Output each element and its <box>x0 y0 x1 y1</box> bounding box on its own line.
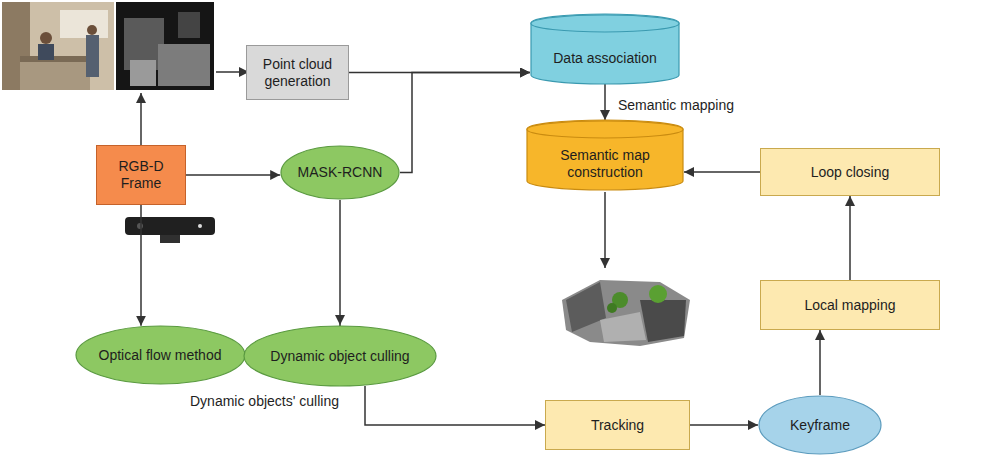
point-cloud-map <box>562 280 690 346</box>
process-ellipse: MASK-RCNN <box>280 145 400 200</box>
flow-arrow <box>140 205 142 326</box>
node-text: Tracking <box>591 417 644 434</box>
photo-board <box>60 10 108 38</box>
flow-arrow <box>365 386 545 425</box>
input-box: RGB-D Frame <box>96 145 186 205</box>
depth-block <box>178 12 200 38</box>
sensor-body <box>125 217 215 235</box>
map-plant <box>649 285 667 303</box>
node-label: Loop closing <box>811 164 890 181</box>
photo-body <box>86 35 99 77</box>
depth-ground <box>116 2 214 90</box>
process-box: Point cloud generation <box>246 45 349 100</box>
node-label: Dynamic object culling <box>270 348 409 365</box>
node-label: Optical flow method <box>99 347 222 364</box>
sensor-stand <box>160 235 180 243</box>
ellipse-shape <box>281 146 399 199</box>
photo-wall <box>2 2 114 90</box>
node-text: MASK-RCNN <box>298 164 383 181</box>
node-text: RGB-D Frame <box>101 158 181 192</box>
photo-desk <box>20 56 90 62</box>
sensor-light <box>198 224 202 228</box>
ellipse-shape <box>76 326 245 384</box>
node-text: Semantic map construction <box>534 147 676 181</box>
flow-arrow <box>684 171 760 173</box>
photo-head <box>40 32 52 44</box>
node-label: Point cloud generation <box>251 56 344 90</box>
database-cylinder: Semantic map construction <box>526 120 684 190</box>
rgb-photo <box>2 2 114 90</box>
node-text: Loop closing <box>811 164 890 181</box>
flow-arrow <box>819 330 821 395</box>
flow-arrow <box>140 93 142 145</box>
section-label: Semantic mapping <box>616 97 736 114</box>
flow-arrow <box>400 73 530 173</box>
flow-arrow <box>849 196 851 280</box>
flow-arrow <box>604 192 606 268</box>
depth-block <box>130 60 156 86</box>
node-text: Data association <box>553 50 657 67</box>
cylinder-top <box>531 15 679 32</box>
node-text: Point cloud generation <box>251 56 344 90</box>
node-label: Data association <box>553 50 657 67</box>
process-ellipse: Dynamic object culling <box>243 325 437 387</box>
process-ellipse: Keyframe <box>758 395 882 455</box>
node-label: Local mapping <box>804 297 895 314</box>
kinect-sensor <box>125 217 215 243</box>
depth-image <box>116 2 214 90</box>
flow-arrow <box>690 424 758 426</box>
map-plant <box>607 303 617 313</box>
sensor-lens <box>137 223 143 229</box>
ellipse-shape <box>759 396 881 454</box>
node-label: Tracking <box>591 417 644 434</box>
node-label: RGB-D Frame <box>101 158 181 192</box>
cylinder-body <box>527 120 683 190</box>
photo-body <box>38 44 54 60</box>
database-cylinder-outline <box>530 14 680 84</box>
map-wall <box>566 282 606 332</box>
flow-arrow <box>186 174 280 176</box>
cylinder-body <box>531 14 679 84</box>
map-wall <box>640 300 686 342</box>
node-label: Keyframe <box>790 417 850 434</box>
node-text: Dynamic object culling <box>270 348 409 365</box>
section-label: Dynamic objects' culling <box>188 393 341 410</box>
depth-block <box>158 44 210 86</box>
process-box: Tracking <box>545 400 690 450</box>
photo-head <box>87 25 97 35</box>
process-ellipse: Optical flow method <box>75 325 246 385</box>
ellipse-shape <box>244 326 436 386</box>
flow-arrow <box>216 71 249 73</box>
node-text: Optical flow method <box>99 347 222 364</box>
cylinder-top <box>527 121 683 138</box>
process-box: Local mapping <box>760 280 940 330</box>
node-label: Semantic map construction <box>534 147 676 181</box>
process-box: Loop closing <box>760 148 940 196</box>
map-desk <box>600 312 646 342</box>
map-floor <box>562 280 690 346</box>
node-text: Local mapping <box>804 297 895 314</box>
node-label: MASK-RCNN <box>298 164 383 181</box>
photo-desk-front <box>20 62 90 90</box>
flow-arrow <box>604 84 606 120</box>
flow-arrow <box>339 200 341 325</box>
database-cylinder: Data association <box>530 14 680 84</box>
node-text: Keyframe <box>790 417 850 434</box>
